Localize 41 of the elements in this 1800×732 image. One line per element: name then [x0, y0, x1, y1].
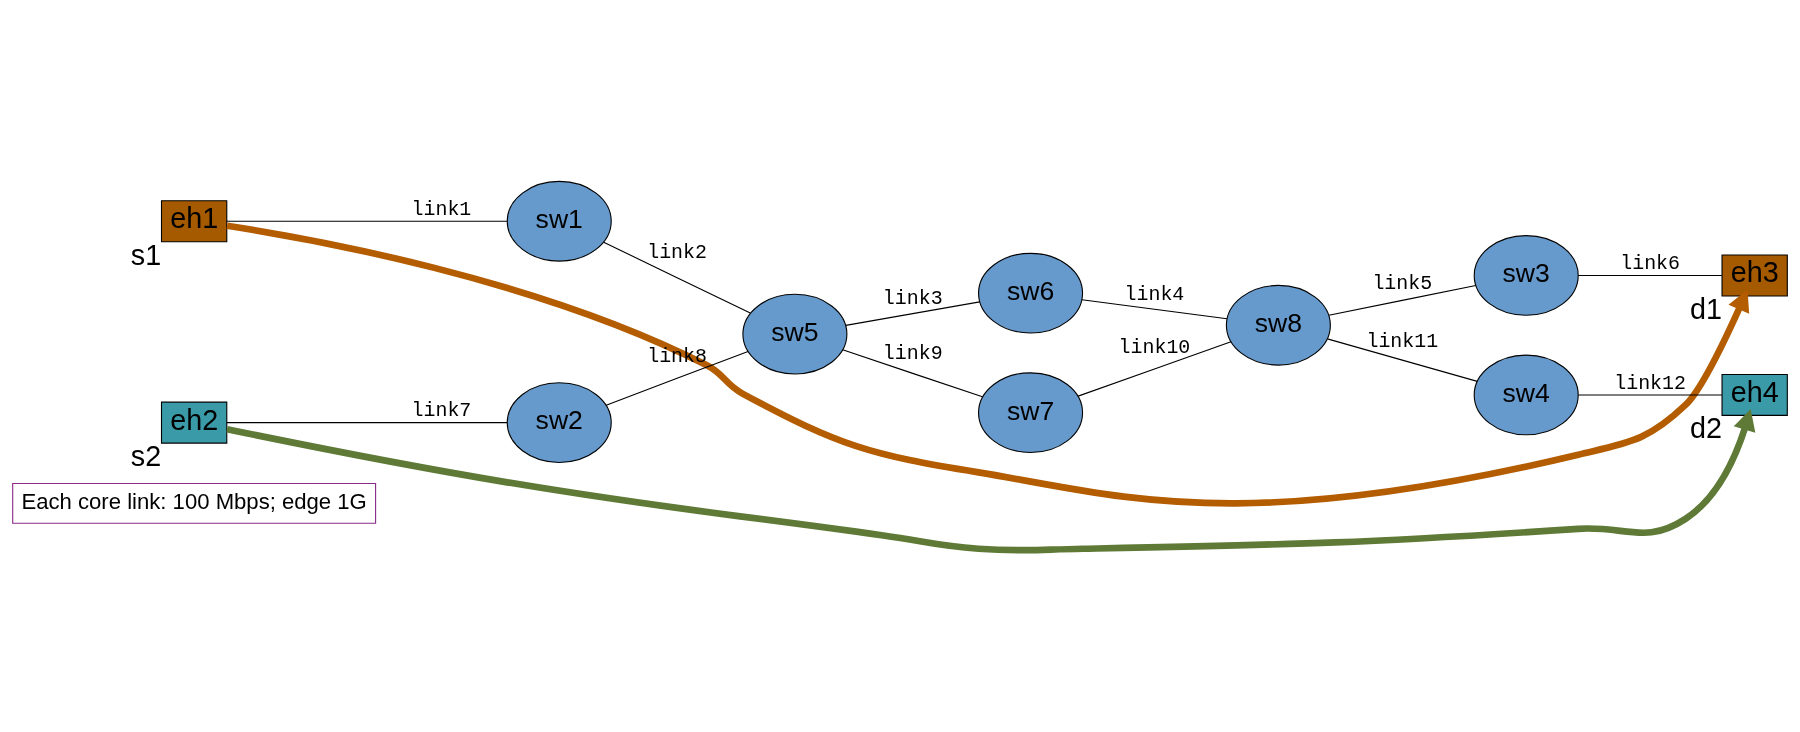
connector: [226, 422, 508, 424]
node-ellipse: sw7: [978, 372, 1084, 454]
node-box: Each core link: 100 Mbps; edge 1G: [12, 482, 377, 524]
node-label: d1: [1689, 292, 1722, 325]
node-ellipse: sw5: [742, 293, 848, 375]
node-box: eh1: [160, 200, 228, 243]
node-ellipse: sw2: [506, 382, 612, 463]
node-ellipse: sw3: [1473, 235, 1579, 316]
node-box: eh4: [1721, 373, 1788, 416]
connector: [1328, 284, 1477, 316]
edge-label: link10: [1118, 336, 1191, 360]
connector: [1081, 299, 1228, 320]
node-label: s2: [130, 440, 162, 473]
edge-label: link3: [882, 286, 943, 310]
arrow: [226, 222, 1750, 507]
arrow: [226, 408, 1756, 554]
edge-label: link12: [1614, 371, 1686, 395]
node-ellipse: sw1: [506, 180, 612, 262]
connector: [226, 220, 508, 222]
edge-label: link6: [1620, 252, 1680, 276]
connector: [1577, 394, 1723, 396]
node-box: eh3: [1721, 254, 1788, 297]
edge-label: link4: [1124, 283, 1185, 307]
node-ellipse: sw8: [1225, 284, 1331, 366]
connector: [1577, 274, 1723, 277]
node-ellipse: sw6: [978, 252, 1084, 334]
edge-label: link7: [411, 399, 472, 423]
node-label: d2: [1689, 412, 1722, 445]
edge-label: link2: [647, 241, 707, 265]
edge-label: link11: [1366, 329, 1439, 353]
edge-label: link5: [1372, 272, 1433, 296]
node-box: eh2: [160, 401, 228, 444]
connector: [845, 301, 981, 326]
edge-label: link9: [882, 341, 943, 365]
edge-label: link1: [411, 198, 472, 222]
connector: [1077, 341, 1232, 397]
node-label: s1: [130, 238, 162, 271]
connector: [842, 349, 983, 398]
connector: [603, 241, 751, 314]
node-ellipse: sw4: [1473, 354, 1579, 436]
connector: [1326, 338, 1478, 382]
